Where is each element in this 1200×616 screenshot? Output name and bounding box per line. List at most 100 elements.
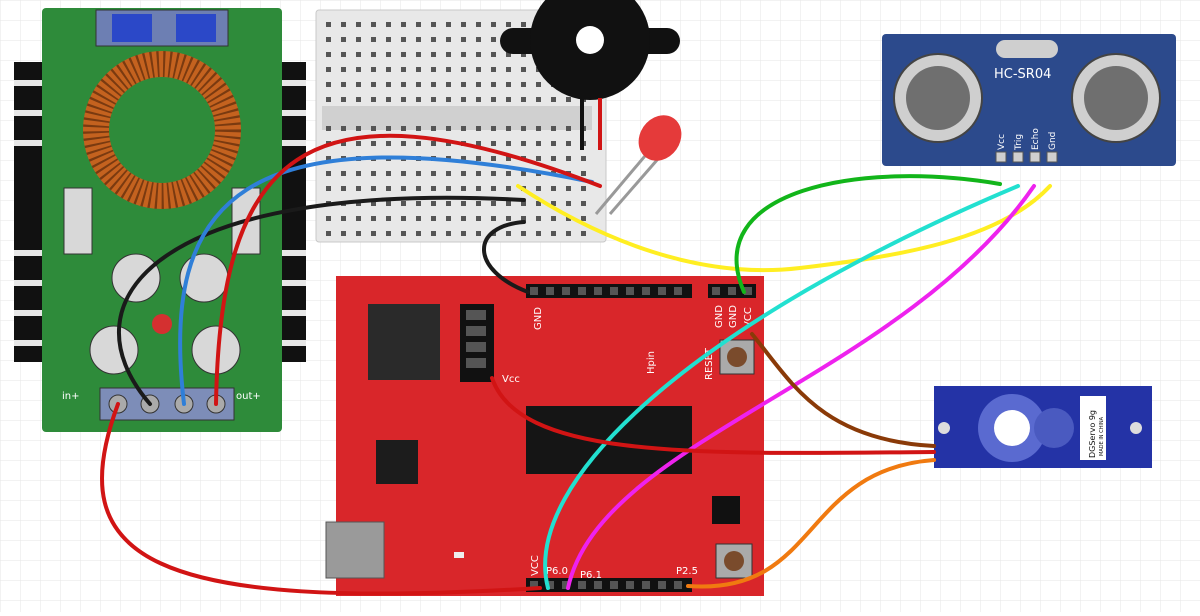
breadboard-hole <box>371 186 376 191</box>
breadboard-hole <box>371 216 376 221</box>
breadboard-hole <box>416 201 421 206</box>
breadboard-hole <box>371 52 376 57</box>
sensor-title: HC-SR04 <box>994 67 1051 82</box>
breadboard-hole <box>476 201 481 206</box>
breadboard-hole <box>476 141 481 146</box>
header-pin <box>594 581 602 589</box>
breadboard-hole <box>461 126 466 131</box>
breadboard-hole <box>431 82 436 87</box>
breadboard-hole <box>326 231 331 236</box>
usb-port <box>325 521 385 579</box>
regulator-out-label: out+ <box>236 391 261 402</box>
breadboard-hole <box>386 67 391 72</box>
breadboard-hole <box>506 156 511 161</box>
breadboard-hole <box>386 231 391 236</box>
sensor-pin-trig-label: Trig <box>1014 134 1024 151</box>
header-pin <box>658 287 666 295</box>
transducer-left <box>893 53 983 143</box>
breadboard-hole <box>566 186 571 191</box>
breadboard-hole <box>401 97 406 102</box>
breadboard-hole <box>431 126 436 131</box>
breadboard-hole <box>491 171 496 176</box>
breadboard-hole <box>341 22 346 27</box>
user-button <box>715 543 753 579</box>
breadboard-hole <box>566 126 571 131</box>
breadboard-hole <box>431 97 436 102</box>
sensor-pin-echo-label: Echo <box>1031 128 1041 150</box>
breadboard-hole <box>491 126 496 131</box>
breadboard-hole <box>386 126 391 131</box>
wire-red-in-to-vcc <box>100 402 542 596</box>
breadboard-hole <box>356 37 361 42</box>
breadboard-hole <box>401 67 406 72</box>
header-pin <box>578 287 586 295</box>
breadboard-hole <box>446 82 451 87</box>
breadboard-hole <box>371 201 376 206</box>
breadboard-hole <box>386 216 391 221</box>
ultrasonic-sensor: HC-SR04 Vcc Trig Echo Gnd <box>882 34 1176 166</box>
breadboard-hole <box>341 126 346 131</box>
breadboard-hole <box>401 186 406 191</box>
breadboard-hole <box>476 216 481 221</box>
breadboard-hole <box>401 37 406 42</box>
breadboard-hole <box>521 231 526 236</box>
breadboard-hole <box>431 37 436 42</box>
breadboard-hole <box>416 216 421 221</box>
wire-green-sensor-vcc <box>734 174 1002 294</box>
regulator-module: in+ out+ <box>14 8 306 432</box>
led-lead-2 <box>608 151 666 215</box>
breadboard-hole <box>476 171 481 176</box>
breadboard-hole <box>386 37 391 42</box>
potentiometer-1 <box>112 14 152 42</box>
breadboard-hole <box>446 171 451 176</box>
breadboard-hole <box>551 186 556 191</box>
switch-left <box>63 187 93 255</box>
heatsink-gaps <box>14 80 306 346</box>
breadboard-hole <box>566 97 571 102</box>
breadboard-hole <box>446 52 451 57</box>
breadboard-hole <box>356 231 361 236</box>
wire-black-breadboard-to-gnd <box>482 220 530 294</box>
p61-label: P6.1 <box>580 570 602 581</box>
breadboard-hole <box>491 216 496 221</box>
breadboard-hole <box>506 97 511 102</box>
breadboard-hole <box>506 67 511 72</box>
breadboard-hole <box>551 201 556 206</box>
breadboard-hole <box>341 141 346 146</box>
hpin-label: Hpin <box>646 351 657 374</box>
header-pin <box>466 326 486 336</box>
breadboard-hole <box>506 201 511 206</box>
breadboard-hole <box>326 82 331 87</box>
breadboard-hole <box>461 37 466 42</box>
breadboard-hole <box>416 231 421 236</box>
breadboard-hole <box>446 186 451 191</box>
header-pin <box>626 287 634 295</box>
breadboard-channel <box>322 106 592 130</box>
breadboard-hole <box>356 67 361 72</box>
breadboard-hole <box>386 97 391 102</box>
breadboard-hole <box>536 141 541 146</box>
breadboard-hole <box>386 171 391 176</box>
breadboard-hole <box>341 186 346 191</box>
breadboard-hole <box>491 52 496 57</box>
breadboard-hole <box>356 22 361 27</box>
breadboard-hole <box>506 22 511 27</box>
vcc-bottom-label: VCC <box>530 555 541 576</box>
wires <box>100 133 1052 596</box>
breadboard-hole <box>566 201 571 206</box>
breadboard-hole <box>326 97 331 102</box>
gnd-right-label-1: GND <box>714 305 725 328</box>
breadboard-hole <box>416 171 421 176</box>
breadboard-hole <box>521 82 526 87</box>
breadboard-hole <box>581 216 586 221</box>
smd-led <box>454 552 464 558</box>
breadboard-hole <box>536 216 541 221</box>
breadboard-hole <box>371 97 376 102</box>
breadboard-hole <box>326 171 331 176</box>
breadboard-hole <box>431 171 436 176</box>
breadboard-hole <box>581 156 586 161</box>
header-pin <box>712 287 720 295</box>
jumper-block <box>712 496 740 524</box>
vcc-header-label: Vcc <box>502 374 520 385</box>
wire-magenta-echo-to-p61 <box>566 184 1036 590</box>
